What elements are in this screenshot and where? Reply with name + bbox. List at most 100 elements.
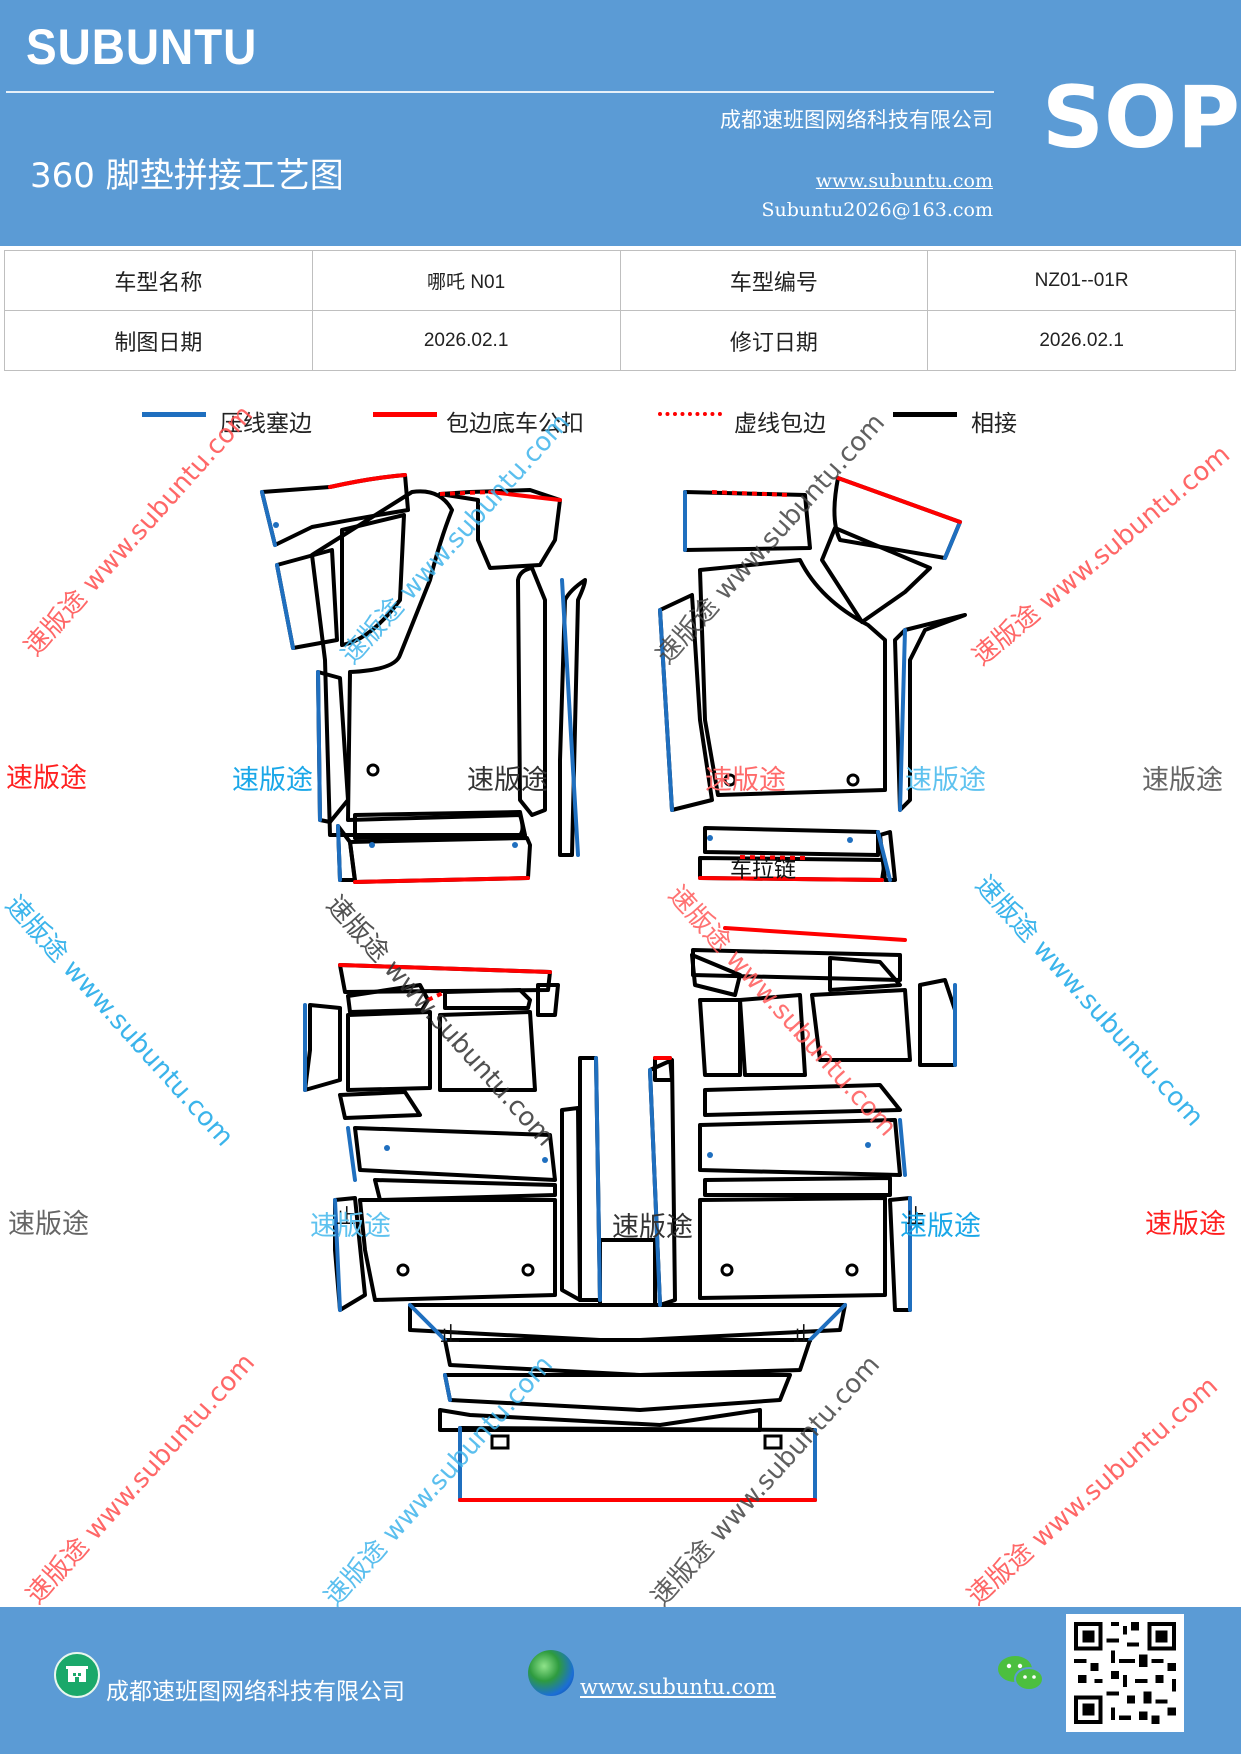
- mat-piece: [358, 1198, 557, 1302]
- zipper-label: 车拉链: [730, 858, 797, 883]
- blue-edge: [336, 824, 342, 882]
- mat-hole: [845, 1263, 859, 1277]
- blue-edge: [876, 830, 892, 882]
- red-edge: [698, 876, 884, 882]
- header-banner: [0, 0, 1241, 246]
- dashed-edge: [439, 490, 491, 496]
- header-company: 成都速班图网络科技有限公司: [720, 108, 993, 132]
- blue-edge: [943, 520, 962, 560]
- mat-piece: [698, 558, 887, 797]
- legend-label-black: 相接: [971, 411, 1017, 437]
- mat-piece: [348, 836, 532, 884]
- blue-edge: [275, 563, 295, 650]
- wechat-icon[interactable]: [996, 1652, 1046, 1696]
- blue-edge: [658, 608, 674, 812]
- legend-label-dashed: 虚线包边: [734, 411, 826, 437]
- model-name-label: 车型名称: [4, 250, 313, 311]
- mat-piece: [340, 513, 406, 647]
- blue-edge: [346, 1126, 357, 1182]
- mat-hole: [521, 1263, 535, 1277]
- model-code-value: NZ01--01R: [927, 250, 1236, 311]
- mat-piece: [918, 978, 957, 1067]
- mat-piece: [338, 1090, 422, 1120]
- blue-dot: [865, 1142, 871, 1148]
- mat-piece: [558, 578, 587, 857]
- header-email[interactable]: Subuntu2026@163.com: [761, 199, 993, 221]
- dashed-edge: [739, 855, 806, 860]
- mat-piece: [373, 1178, 557, 1202]
- page-title: 360 脚垫拼接工艺图: [30, 156, 344, 196]
- legend-swatch-blue: [142, 412, 206, 417]
- blue-edge: [560, 578, 580, 857]
- blue-edge: [408, 1303, 447, 1342]
- model-code-label: 车型编号: [619, 250, 929, 311]
- mat-piece: [698, 1118, 902, 1177]
- mat-piece: [443, 1338, 812, 1377]
- sop-label: SOP: [1042, 68, 1241, 168]
- mat-piece: [346, 1010, 432, 1092]
- blue-edge: [316, 670, 322, 822]
- draw-date-value: 2026.02.1: [311, 310, 621, 371]
- mat-piece: [690, 953, 742, 997]
- mat-hole: [490, 1434, 510, 1450]
- mat-piece: [703, 1176, 892, 1197]
- footer-website-link[interactable]: www.subuntu.com: [580, 1675, 776, 1699]
- blue-edge: [443, 1373, 452, 1402]
- mat-piece: [698, 998, 742, 1077]
- mat-piece: [810, 988, 912, 1062]
- mat-hole: [720, 1263, 734, 1277]
- mat-piece: [832, 476, 962, 560]
- mat-piece: [703, 826, 880, 857]
- revise-date-value: 2026.02.1: [927, 310, 1236, 371]
- mat-piece: [516, 566, 547, 817]
- revise-date-label: 修订日期: [619, 310, 929, 371]
- mat-piece: [560, 1106, 582, 1302]
- red-edge: [328, 473, 407, 489]
- stop-label: 止: [793, 1322, 813, 1346]
- mat-piece: [346, 983, 430, 1014]
- mat-piece: [458, 1426, 817, 1502]
- model-name-value: 哪吒 N01: [311, 250, 621, 311]
- mat-piece: [698, 1196, 887, 1300]
- mat-piece: [878, 830, 897, 882]
- blue-dot: [273, 522, 279, 528]
- mat-piece: [438, 1010, 537, 1092]
- blue-dot: [512, 842, 518, 848]
- dashed-edge: [427, 990, 446, 1002]
- header-website-link[interactable]: www.subuntu.com: [815, 170, 993, 192]
- stop-label: 止: [440, 1322, 460, 1346]
- mat-piece: [653, 1056, 674, 1082]
- legend-label-red: 包边底车公扣: [446, 411, 584, 437]
- red-edge: [723, 926, 907, 942]
- dashed-edge: [711, 490, 791, 497]
- blue-dot: [384, 1145, 390, 1151]
- blue-edge: [594, 1056, 602, 1302]
- mat-piece: [598, 1238, 657, 1307]
- red-edge: [353, 876, 530, 884]
- mat-piece: [893, 613, 967, 812]
- footer-company: 成都速班图网络科技有限公司: [106, 1679, 405, 1705]
- blue-edge: [333, 1198, 342, 1312]
- header-divider: [6, 91, 994, 93]
- blue-dot: [847, 837, 853, 843]
- mat-hole: [366, 763, 380, 777]
- table-row: 车型名称 哪吒 N01 车型编号 NZ01--01R: [4, 250, 1236, 311]
- mat-piece: [353, 1126, 557, 1182]
- mat-piece: [316, 670, 350, 824]
- qr-code-icon[interactable]: [1066, 1614, 1184, 1732]
- blue-edge: [648, 1068, 662, 1307]
- blue-edge: [808, 1303, 847, 1342]
- legend-swatch-black: [893, 412, 957, 417]
- table-row: 制图日期 2026.02.1 修订日期 2026.02.1: [4, 310, 1236, 371]
- legend-label-blue: 压线塞边: [220, 411, 312, 437]
- red-edge: [488, 490, 562, 502]
- red-edge: [836, 476, 962, 524]
- stop-label: 止: [905, 1204, 925, 1228]
- company-icon: [54, 1652, 100, 1698]
- mat-hole: [723, 773, 737, 787]
- mat-piece: [443, 988, 532, 1010]
- mat-piece: [536, 983, 560, 1017]
- mat-piece: [303, 1003, 342, 1092]
- mat-hole: [846, 773, 860, 787]
